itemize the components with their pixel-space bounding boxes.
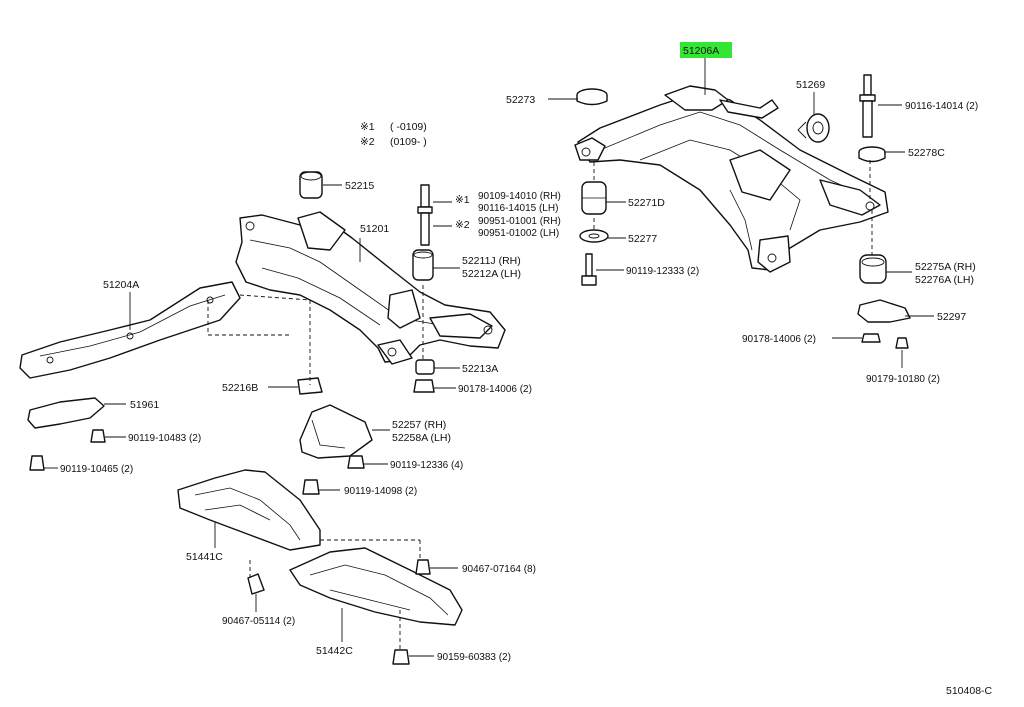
label-90178-14006-left[interactable]: 90178-14006 (2)	[458, 384, 532, 395]
label-90116-14014[interactable]: 90116-14014 (2)	[905, 101, 978, 112]
label-90119-10465[interactable]: 90119-10465 (2)	[60, 464, 133, 475]
label-51201[interactable]: 51201	[360, 223, 389, 235]
label-90951-01001[interactable]: 90951-01001 (RH)	[478, 216, 561, 227]
label-90467-07164[interactable]: 90467-07164 (8)	[462, 564, 536, 575]
labels: 51206A 52273 51269 90116-14014 (2) 52278…	[60, 45, 993, 697]
highlight-box	[680, 42, 732, 58]
label-90467-05114[interactable]: 90467-05114 (2)	[222, 616, 295, 627]
label-51961[interactable]: 51961	[130, 399, 159, 411]
under-cover-51442C-illustration	[247, 547, 463, 665]
label-52212A[interactable]: 52212A (LH)	[462, 268, 521, 280]
label-52258A[interactable]: 52258A (LH)	[392, 432, 451, 444]
legend-mark-2: ※2	[360, 136, 375, 148]
reference-lines	[207, 160, 873, 650]
label-90119-14098[interactable]: 90119-14098 (2)	[344, 486, 417, 497]
label-52213A[interactable]: 52213A	[462, 363, 498, 375]
label-90119-12333[interactable]: 90119-12333 (2)	[626, 266, 699, 277]
mark-1: ※1	[455, 194, 470, 206]
under-cover-51441C-illustration	[177, 469, 321, 551]
rear-mount-parts-illustration	[576, 74, 911, 349]
label-52276A[interactable]: 52276A (LH)	[915, 274, 974, 286]
front-suspension-member-illustration	[235, 211, 506, 365]
legend-range-1: ( -0109)	[390, 121, 427, 133]
diagram-code: 510408-C	[946, 685, 993, 697]
label-51441C[interactable]: 51441C	[186, 551, 223, 563]
label-51206A[interactable]: 51206A	[683, 45, 719, 57]
legend-range-2: (0109- )	[390, 136, 427, 148]
bracket-51961-illustration	[27, 397, 106, 471]
label-90119-12336[interactable]: 90119-12336 (4)	[390, 460, 463, 471]
label-52273[interactable]: 52273	[506, 94, 535, 106]
leader-lines	[44, 58, 934, 657]
label-90951-01002[interactable]: 90951-01002 (LH)	[478, 228, 559, 239]
label-90119-10483[interactable]: 90119-10483 (2)	[128, 433, 201, 444]
rear-suspension-member-illustration	[574, 85, 889, 273]
label-52271D[interactable]: 52271D	[628, 197, 665, 209]
label-90109-14010[interactable]: 90109-14010 (RH)	[478, 191, 561, 202]
legend-mark-1: ※1	[360, 121, 375, 133]
label-52297[interactable]: 52297	[937, 311, 966, 323]
label-51204A[interactable]: 51204A	[103, 279, 139, 291]
label-52278C[interactable]: 52278C	[908, 147, 945, 159]
mark-2: ※2	[455, 219, 470, 231]
label-52275A[interactable]: 52275A (RH)	[915, 261, 976, 273]
label-51269[interactable]: 51269	[796, 79, 825, 91]
label-52277[interactable]: 52277	[628, 233, 657, 245]
bracket-52257-illustration	[299, 404, 373, 495]
label-51442C[interactable]: 51442C	[316, 645, 353, 657]
label-90116-14015[interactable]: 90116-14015 (LH)	[478, 203, 558, 214]
label-52215[interactable]: 52215	[345, 180, 374, 192]
label-52216B[interactable]: 52216B	[222, 382, 258, 394]
front-mount-parts-illustration	[297, 171, 435, 395]
label-90179-10180[interactable]: 90179-10180 (2)	[866, 374, 940, 385]
label-90178-14006-right[interactable]: 90178-14006 (2)	[742, 334, 816, 345]
label-52257[interactable]: 52257 (RH)	[392, 419, 446, 431]
label-52211J[interactable]: 52211J (RH)	[462, 255, 521, 267]
label-90159-60383[interactable]: 90159-60383 (2)	[437, 652, 511, 663]
